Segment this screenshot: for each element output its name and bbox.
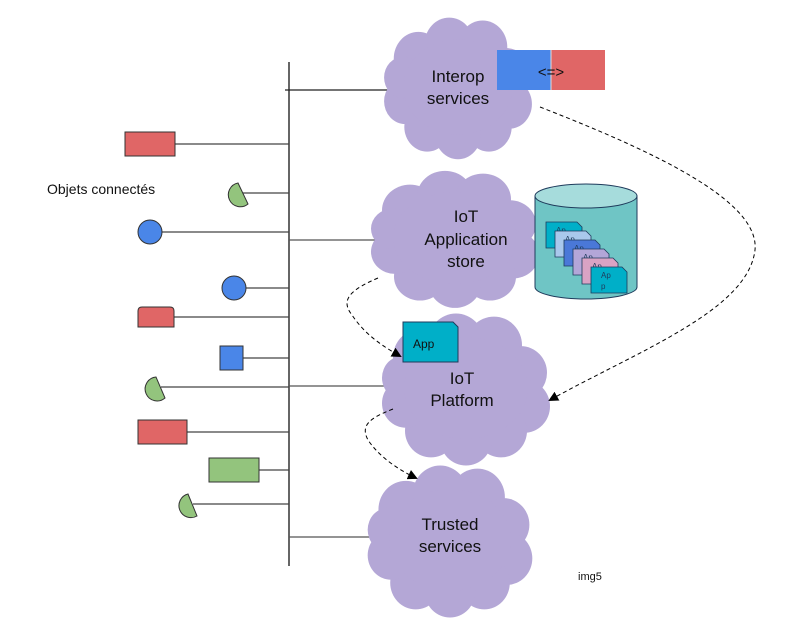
interop-label-line1: Interop [432,67,485,86]
object-connectors [161,143,289,505]
format-converter: <=> [497,50,605,90]
store-app-card-label: p [601,282,606,291]
object-green-rect [208,457,260,483]
appstore-label-line3: store [447,252,485,271]
object-red-rounded-rect [137,306,175,328]
store-app-card-label: Ap [583,253,593,262]
store-app-card: Ap p [590,266,628,294]
objects-label: Objets connectés [47,181,155,197]
flow-interop-to-platform [539,106,756,401]
store-app-card-label: Ap [592,262,602,271]
object-blue-circle-1 [137,219,163,245]
object-green-half-disc-2 [144,376,166,402]
store-app-card-label: Ap [565,235,575,244]
appstore-label-line1: IoT [454,207,479,226]
platform-label-line2: Platform [430,391,493,410]
app-card-label: App [413,337,435,351]
store-app-card-label: Ap [574,244,584,253]
appstore-label-line2: Application [424,230,507,249]
converter-label: <=> [538,64,565,81]
trusted-label-line1: Trusted [421,515,478,534]
app-card: App [402,321,459,363]
image-id-label: img5 [578,571,602,583]
flow-appstore-to-platform [346,277,402,357]
object-blue-square [219,345,244,371]
object-green-half-disc-1 [227,182,249,208]
object-green-half-disc-3 [178,493,198,519]
store-app-card-label: Ap [556,226,566,235]
platform-label-line1: IoT [450,369,475,388]
object-blue-circle-2 [221,275,247,301]
trusted-label-line2: services [419,537,481,556]
object-red-rect-2 [137,419,188,445]
object-red-rect-1 [124,131,176,157]
store-app-card-label: Ap [601,271,611,280]
interop-label-line2: services [427,89,489,108]
